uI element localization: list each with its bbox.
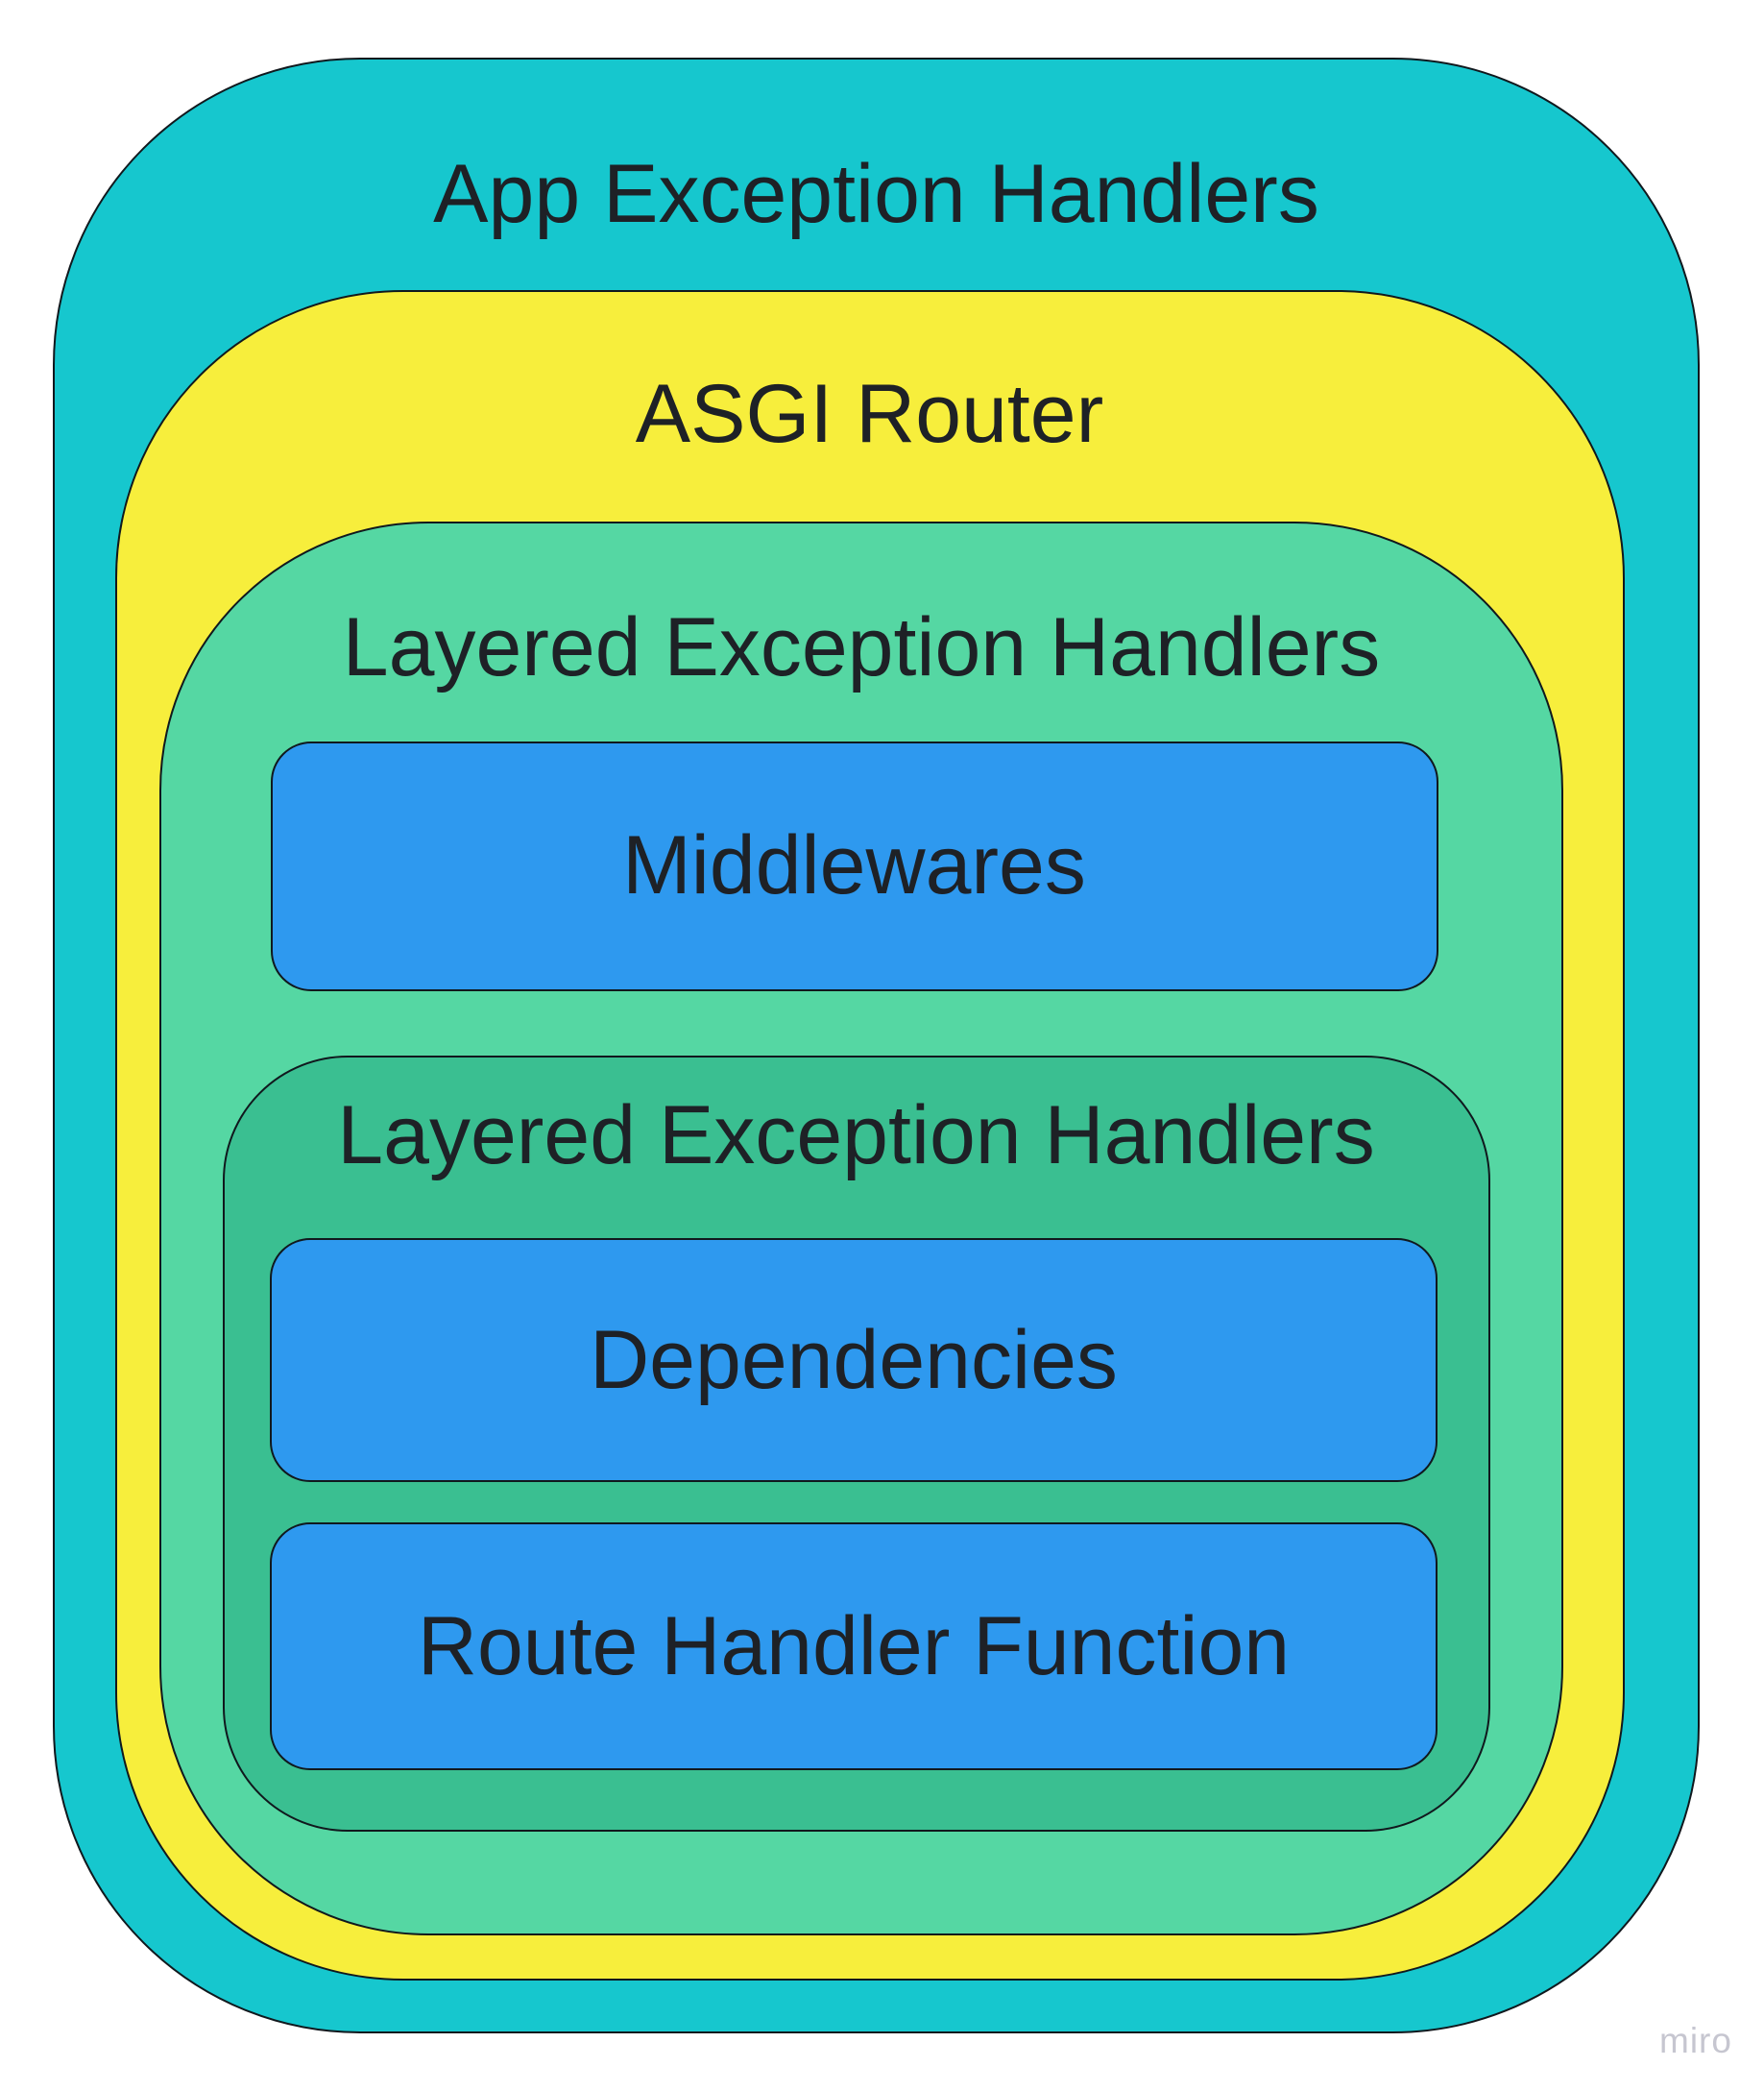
app-exception-handlers-label: App Exception Handlers [433,147,1319,240]
middlewares-label: Middlewares [622,819,1086,912]
asgi-router-label: ASGI Router [635,367,1104,460]
layer-layered-exception-handlers-inner: Layered Exception Handlers Dependencies … [222,1055,1490,1832]
route-handler-function-box: Route Handler Function [270,1522,1438,1770]
dependencies-box: Dependencies [270,1238,1438,1482]
layered-exception-handlers-outer-label: Layered Exception Handlers [342,601,1381,693]
layered-exception-handlers-inner-label: Layered Exception Handlers [337,1088,1375,1181]
route-handler-function-label: Route Handler Function [417,1599,1291,1692]
miro-watermark: miro [1659,2021,1732,2060]
layer-app-exception-handlers: App Exception Handlers ASGI Router Layer… [53,58,1700,2033]
middlewares-box: Middlewares [270,741,1438,991]
layer-asgi-router: ASGI Router Layered Exception Handlers M… [114,289,1625,1981]
dependencies-label: Dependencies [590,1313,1118,1406]
layer-layered-exception-handlers-outer: Layered Exception Handlers Middlewares L… [159,522,1563,1935]
